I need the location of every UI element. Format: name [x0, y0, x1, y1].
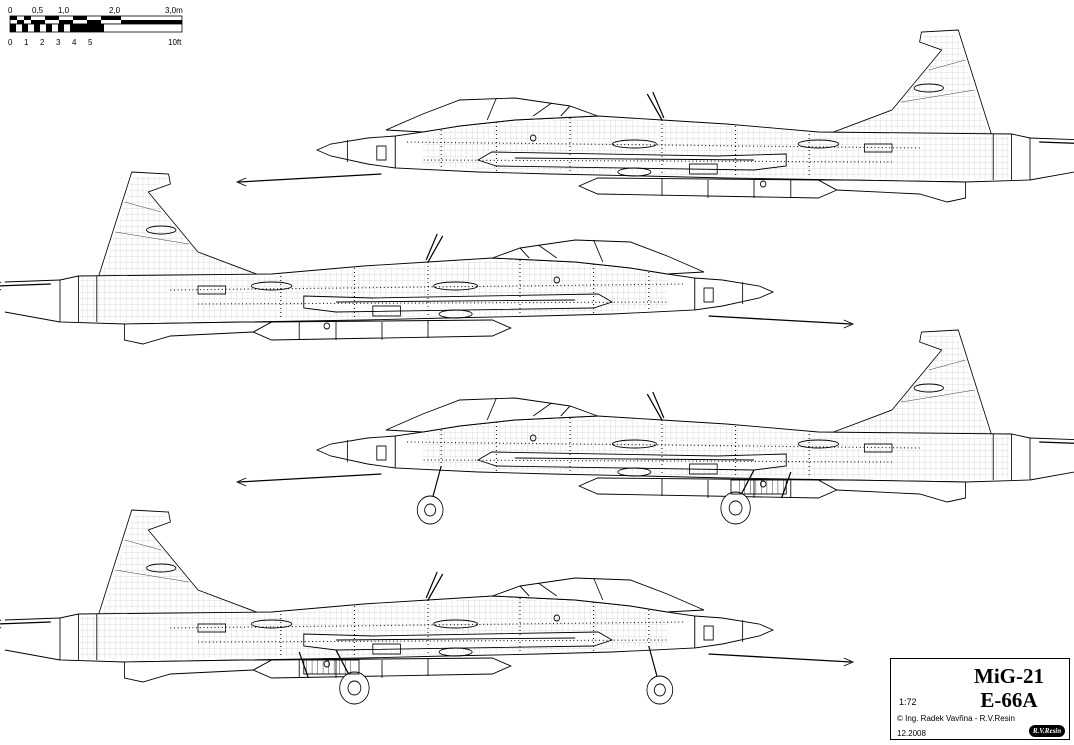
scale-imperial-label: 10ft	[168, 38, 182, 47]
aircraft-view-right-gear-down	[236, 329, 1074, 525]
aircraft-view-right-gear-up	[236, 29, 1074, 203]
aircraft-view-left-gear-down	[0, 509, 854, 705]
scale-metric-label: 3,0m	[165, 6, 183, 15]
scale-imperial-label: 3	[56, 38, 61, 47]
drawing-date: 12.2008	[897, 729, 926, 738]
scale-metric-label: 1,0	[58, 6, 70, 15]
aircraft-model-title: MiG-21	[974, 664, 1044, 688]
aircraft-variant-title: E-66A	[980, 688, 1038, 712]
scale-imperial-label: 1	[24, 38, 29, 47]
scale-metric-label: 2,0	[109, 6, 121, 15]
scale-imperial-label: 4	[72, 38, 77, 47]
scale-metric-label: 0	[8, 6, 13, 15]
copyright-credit: © Ing. Radek Vavřina - R.V.Resin	[897, 714, 1015, 723]
drawing-scale: 1:72	[899, 697, 917, 707]
scale-imperial-label: 5	[88, 38, 93, 47]
scale-imperial-label: 0	[8, 38, 13, 47]
scale-imperial-label: 2	[40, 38, 45, 47]
aircraft-view-left-gear-up	[0, 171, 854, 345]
publisher-logo: R.V.Resin	[1029, 725, 1065, 737]
scale-metric-label: 0,5	[32, 6, 44, 15]
title-block: MiG-21 E-66A 1:72 © Ing. Radek Vavřina -…	[890, 658, 1070, 740]
scale-bar: 0 0,5 1,0 2,0 3,0m 0 1 2 3 4 5 10ft	[8, 6, 183, 47]
